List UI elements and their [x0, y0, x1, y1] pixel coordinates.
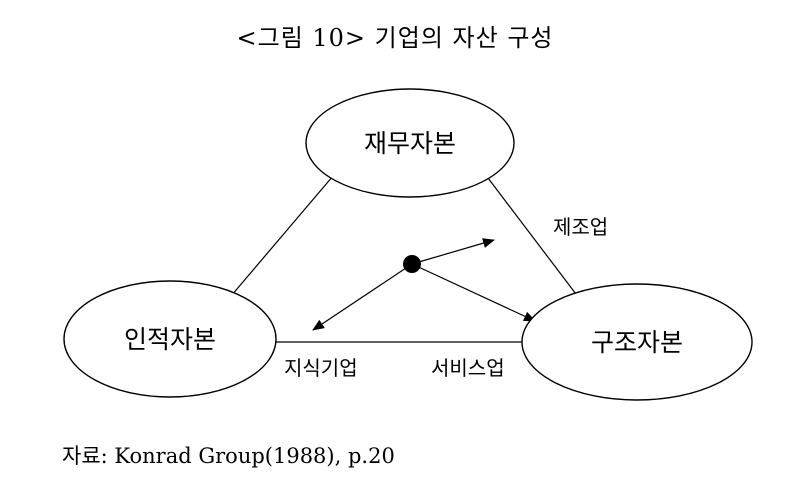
node-human-capital-label: 인적자본: [124, 325, 216, 354]
node-financial-capital: 재무자본: [305, 88, 515, 198]
node-structural-capital: 구조자본: [521, 283, 753, 401]
node-human-capital: 인적자본: [63, 280, 277, 398]
label-knowledge-firm: 지식기업: [284, 356, 358, 380]
figure-caption: <그림 10> 기업의 자산 구성: [236, 24, 554, 52]
edge-financial-human: [230, 175, 334, 297]
node-financial-capital-label: 재무자본: [364, 129, 456, 158]
edge-financial-structural: [487, 177, 583, 303]
node-structural-capital-label: 구조자본: [591, 328, 683, 357]
figure-source: 자료: Konrad Group(1988), p.20: [62, 444, 395, 468]
label-service: 서비스업: [431, 356, 505, 380]
arrow-to-upper-right: [411, 238, 495, 265]
label-manufacturing: 제조업: [553, 215, 608, 239]
arrow-to-structural: [411, 263, 536, 322]
arrow-to-human: [312, 263, 413, 331]
